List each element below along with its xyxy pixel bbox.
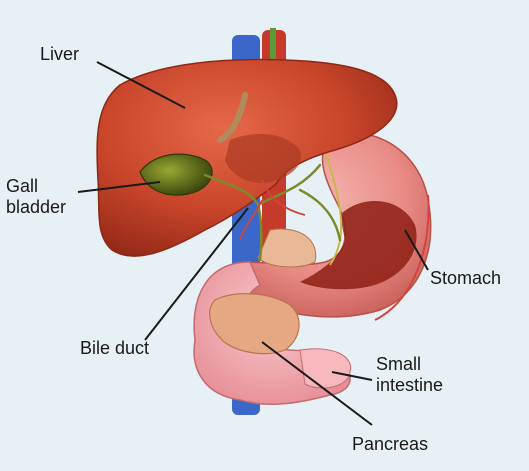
label-small-intestine-line1: Small (376, 354, 443, 375)
label-bile-duct: Bile duct (80, 338, 149, 359)
label-gall-bladder-line2: bladder (6, 197, 66, 218)
label-stomach-text: Stomach (430, 268, 501, 289)
label-liver-text: Liver (40, 44, 79, 65)
label-pancreas: Pancreas (352, 434, 428, 455)
label-gall-bladder-line1: Gall (6, 176, 66, 197)
label-liver: Liver (40, 44, 79, 65)
label-pancreas-text: Pancreas (352, 434, 428, 455)
label-small-intestine-line2: intestine (376, 375, 443, 396)
label-bile-duct-text: Bile duct (80, 338, 149, 359)
label-gall-bladder: Gall bladder (6, 176, 66, 218)
label-stomach: Stomach (430, 268, 501, 289)
label-small-intestine: Small intestine (376, 354, 443, 396)
